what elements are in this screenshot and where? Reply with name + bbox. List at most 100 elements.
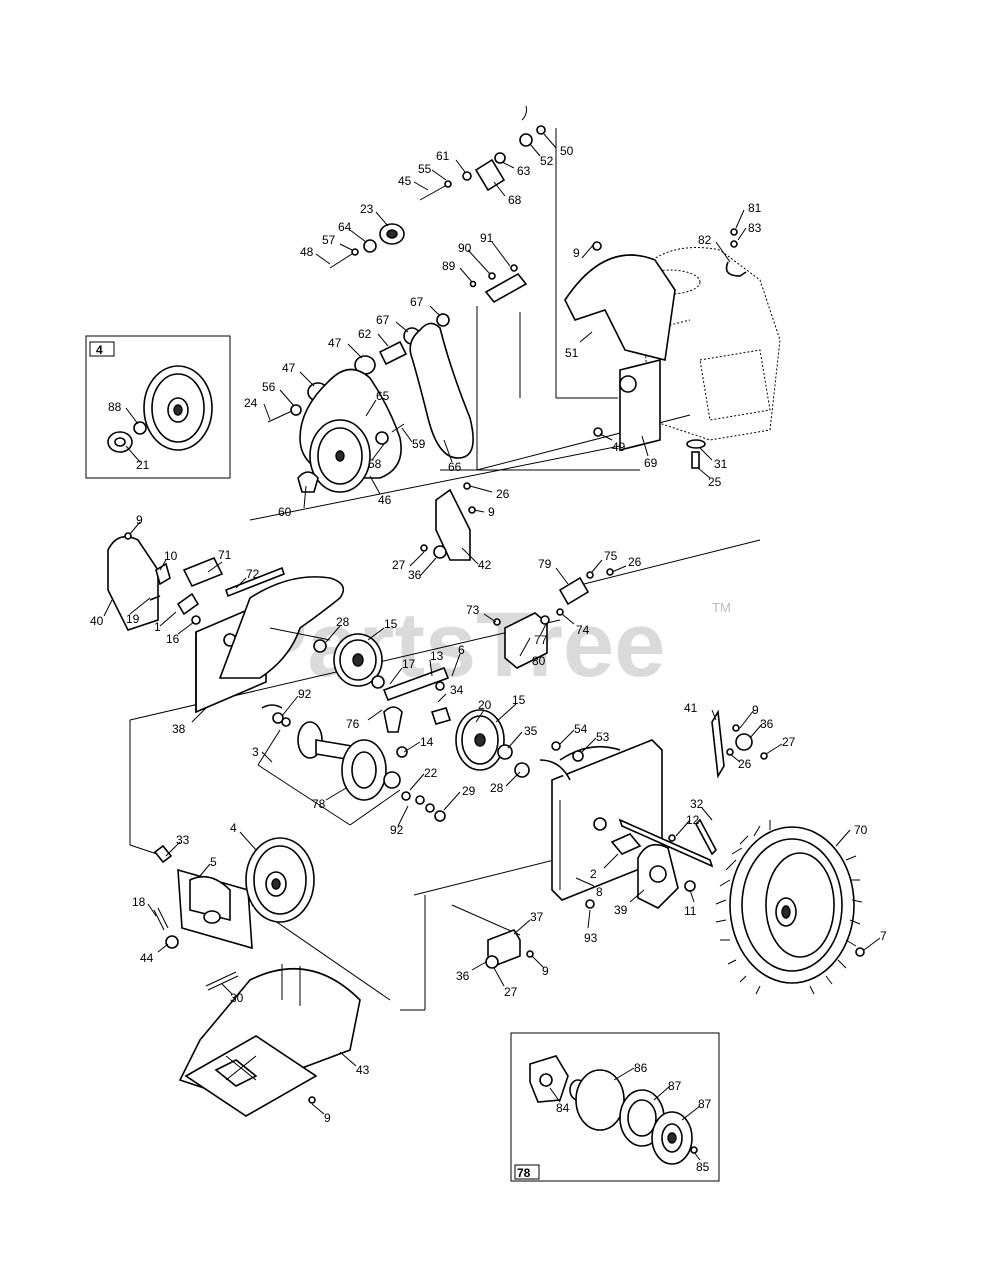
callout-13: 13 bbox=[430, 649, 444, 663]
callout-70: 70 bbox=[854, 823, 868, 837]
callout-22: 22 bbox=[424, 766, 438, 780]
callout-45: 45 bbox=[398, 174, 412, 188]
callout-39: 39 bbox=[614, 903, 628, 917]
callout-16: 16 bbox=[166, 632, 180, 646]
callout-54: 54 bbox=[574, 722, 588, 736]
callout-92-b: 92 bbox=[390, 823, 404, 837]
callout-65: 65 bbox=[376, 389, 390, 403]
callout-60: 60 bbox=[278, 505, 292, 519]
callout-46: 46 bbox=[378, 493, 392, 507]
callout-10: 10 bbox=[164, 549, 178, 563]
callout-27-c: 27 bbox=[504, 985, 518, 999]
callout-93: 93 bbox=[584, 931, 598, 945]
callout-23: 23 bbox=[360, 202, 374, 216]
callout-41: 41 bbox=[684, 701, 698, 715]
callout-52: 52 bbox=[540, 154, 554, 168]
callout-86: 86 bbox=[634, 1061, 648, 1075]
callout-76: 76 bbox=[346, 717, 360, 731]
callout-63: 63 bbox=[517, 164, 531, 178]
callout-9-e: 9 bbox=[542, 964, 549, 978]
callout-58: 58 bbox=[368, 457, 382, 471]
right-side-plate bbox=[539, 739, 696, 909]
callout-62: 62 bbox=[358, 327, 372, 341]
callout-4: 4 bbox=[230, 821, 237, 835]
callout-12: 12 bbox=[686, 813, 700, 827]
callout-9-b: 9 bbox=[488, 505, 495, 519]
callout-1: 1 bbox=[154, 620, 161, 634]
callout-56: 56 bbox=[262, 380, 276, 394]
callout-17: 17 bbox=[402, 657, 416, 671]
leader-lines bbox=[103, 133, 881, 1161]
chute-bracket bbox=[420, 482, 476, 561]
callout-40: 40 bbox=[90, 614, 104, 628]
callout-33: 33 bbox=[176, 833, 190, 847]
callout-79: 79 bbox=[538, 557, 552, 571]
watermark-trademark: TM bbox=[712, 600, 731, 615]
cable-clip-part bbox=[725, 228, 747, 277]
callout-31: 31 bbox=[714, 457, 728, 471]
callout-9-f: 9 bbox=[324, 1111, 331, 1125]
shift-bracket bbox=[493, 568, 614, 669]
inset-4-label: 4 bbox=[96, 343, 103, 357]
callout-30: 30 bbox=[230, 991, 244, 1005]
callout-69: 69 bbox=[644, 456, 658, 470]
callout-88: 88 bbox=[108, 400, 122, 414]
callout-68: 68 bbox=[508, 193, 522, 207]
axle-and-tube bbox=[182, 556, 345, 679]
tire-wheel-part bbox=[715, 820, 865, 995]
lower-left-parts bbox=[153, 844, 253, 991]
callout-21: 21 bbox=[136, 458, 150, 472]
callout-35: 35 bbox=[524, 724, 538, 738]
callout-59: 59 bbox=[412, 437, 426, 451]
engine-pulley-bolt bbox=[686, 439, 706, 469]
callout-80: 80 bbox=[532, 654, 546, 668]
callout-83: 83 bbox=[748, 221, 762, 235]
callout-36-a: 36 bbox=[408, 568, 422, 582]
callout-53: 53 bbox=[596, 730, 610, 744]
callout-20: 20 bbox=[478, 698, 492, 712]
callout-75: 75 bbox=[604, 549, 618, 563]
callout-66: 66 bbox=[448, 460, 462, 474]
callout-28-b: 28 bbox=[490, 781, 504, 795]
callout-48: 48 bbox=[300, 245, 314, 259]
callout-24: 24 bbox=[244, 396, 258, 410]
callout-15-b: 15 bbox=[512, 693, 526, 707]
bottom-cover-part bbox=[178, 964, 361, 1117]
callout-27-b: 27 bbox=[782, 735, 796, 749]
callout-43: 43 bbox=[356, 1063, 370, 1077]
callout-9-a: 9 bbox=[573, 246, 580, 260]
callout-34: 34 bbox=[450, 683, 464, 697]
callout-61: 61 bbox=[436, 149, 450, 163]
callout-38: 38 bbox=[172, 722, 186, 736]
callout-36-b: 36 bbox=[760, 717, 774, 731]
callout-87-a: 87 bbox=[668, 1079, 682, 1093]
callout-57: 57 bbox=[322, 233, 336, 247]
callout-74: 74 bbox=[576, 623, 590, 637]
callout-77: 77 bbox=[534, 633, 548, 647]
callout-67-b: 67 bbox=[376, 313, 390, 327]
callout-50: 50 bbox=[560, 144, 574, 158]
callout-15-a: 15 bbox=[384, 617, 398, 631]
callout-26-c: 26 bbox=[738, 757, 752, 771]
callout-28-a: 28 bbox=[336, 615, 350, 629]
lower-bracket bbox=[485, 929, 534, 969]
callout-19: 19 bbox=[126, 612, 140, 626]
callout-26-b: 26 bbox=[628, 555, 642, 569]
callout-87-b: 87 bbox=[698, 1097, 712, 1111]
callout-47-b: 47 bbox=[282, 361, 296, 375]
callout-29: 29 bbox=[462, 784, 476, 798]
callout-7: 7 bbox=[880, 929, 887, 943]
callout-90: 90 bbox=[458, 241, 472, 255]
callout-11: 11 bbox=[684, 904, 697, 918]
callout-81: 81 bbox=[748, 201, 762, 215]
callout-44: 44 bbox=[140, 951, 154, 965]
callout-51: 51 bbox=[565, 346, 579, 360]
callout-64: 64 bbox=[338, 220, 352, 234]
callout-32: 32 bbox=[690, 797, 704, 811]
belt-cover-part bbox=[564, 241, 676, 452]
callout-37: 37 bbox=[530, 910, 544, 924]
callout-84: 84 bbox=[556, 1101, 570, 1115]
upper-idler-parts bbox=[329, 105, 546, 304]
callout-67-a: 67 bbox=[410, 295, 424, 309]
callout-8: 8 bbox=[596, 885, 603, 899]
